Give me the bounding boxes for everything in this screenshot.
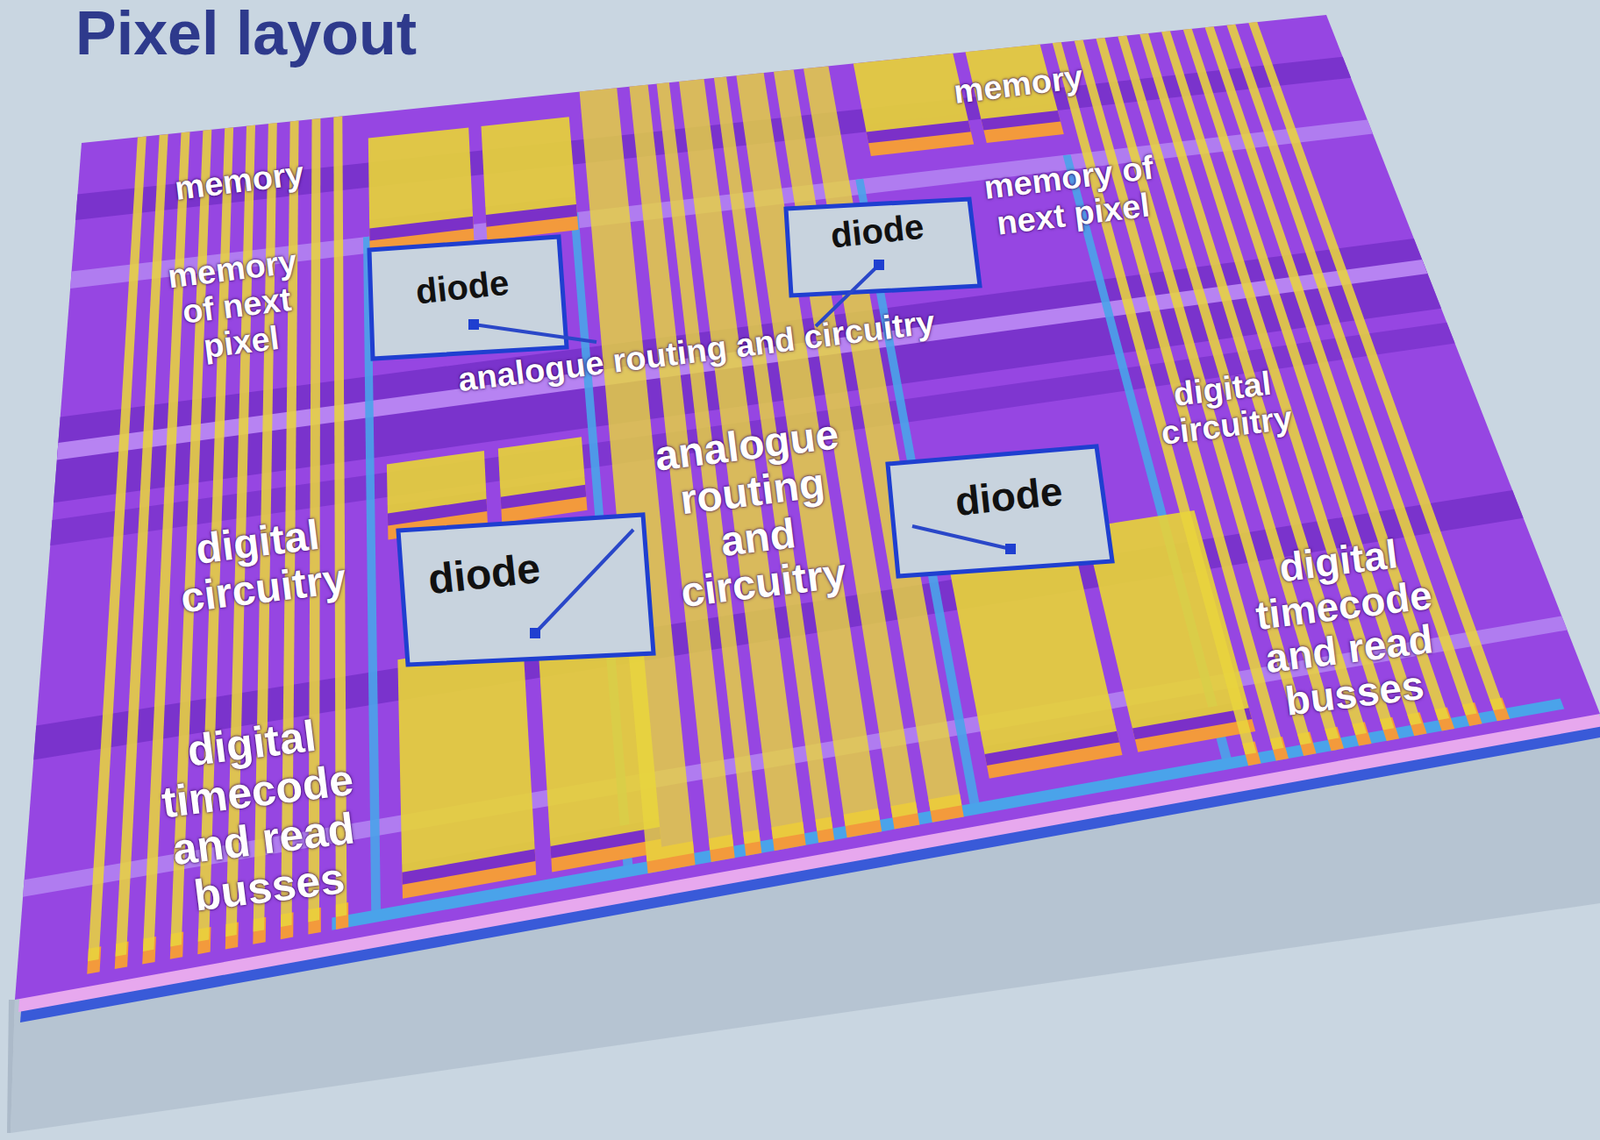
bond-pad xyxy=(368,127,473,229)
bond-pad xyxy=(386,450,487,515)
diode-area xyxy=(887,446,1113,577)
diode-contact xyxy=(873,259,885,271)
diode-area xyxy=(369,236,567,359)
diode-contact-wire xyxy=(473,324,597,343)
diode-contact-wire xyxy=(912,526,1011,550)
diode-contact xyxy=(1005,543,1016,555)
bond-pad xyxy=(853,53,969,133)
diode-region: diode xyxy=(785,199,980,296)
bus-line xyxy=(115,134,169,958)
bond-pad xyxy=(498,436,586,498)
region-label: digital timecode and read busses xyxy=(127,705,395,927)
diode-contact-wire xyxy=(535,529,634,634)
diode-area xyxy=(398,514,654,665)
diode-contact xyxy=(529,628,541,639)
diode-region: diode xyxy=(369,236,567,359)
substrate-edge xyxy=(7,1000,15,1134)
title-text: Pixel layout xyxy=(75,1,417,67)
bond-pad xyxy=(481,116,578,215)
bond-pad xyxy=(397,640,535,873)
diode-area xyxy=(785,199,980,296)
region-label: memory of next pixel xyxy=(160,242,314,370)
diode-region: diode xyxy=(398,514,654,665)
diode-region: diode xyxy=(887,446,1113,577)
region-label: analogue routing and circuitry xyxy=(635,409,876,621)
diode-contact xyxy=(468,319,479,330)
region-label: digital timecode and read busses xyxy=(1222,525,1472,730)
metal-layer-purple xyxy=(14,14,1600,1000)
